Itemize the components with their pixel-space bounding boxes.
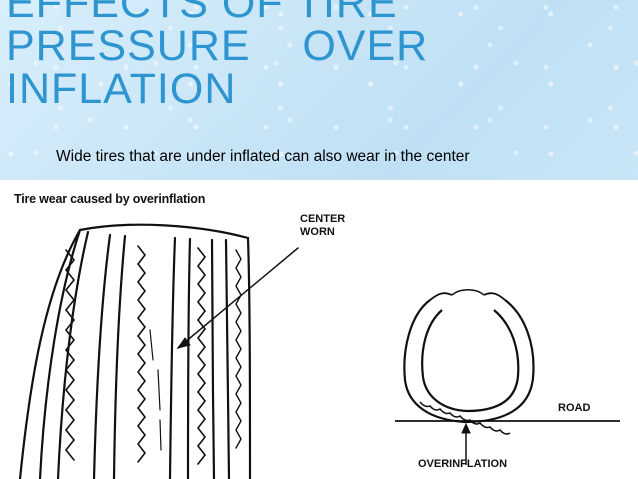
label-overinflation: OVERINFLATION <box>418 458 508 470</box>
slide-title: EFFECTS OF TIRE PRESSURE OVER INFLATION <box>6 0 429 113</box>
label-worn: WORN <box>300 226 335 238</box>
slide-subtitle: Wide tires that are under inflated can a… <box>56 148 470 165</box>
tire-cross-section <box>395 289 620 465</box>
tire-wear-illustration <box>18 223 620 479</box>
label-center: CENTER <box>300 213 346 225</box>
label-road: ROAD <box>558 402 591 414</box>
tire-wear-figure: Tire wear caused by overinflation CENTER… <box>0 180 638 479</box>
figure-caption: Tire wear caused by overinflation <box>14 192 206 206</box>
tread-drawing <box>18 223 299 479</box>
